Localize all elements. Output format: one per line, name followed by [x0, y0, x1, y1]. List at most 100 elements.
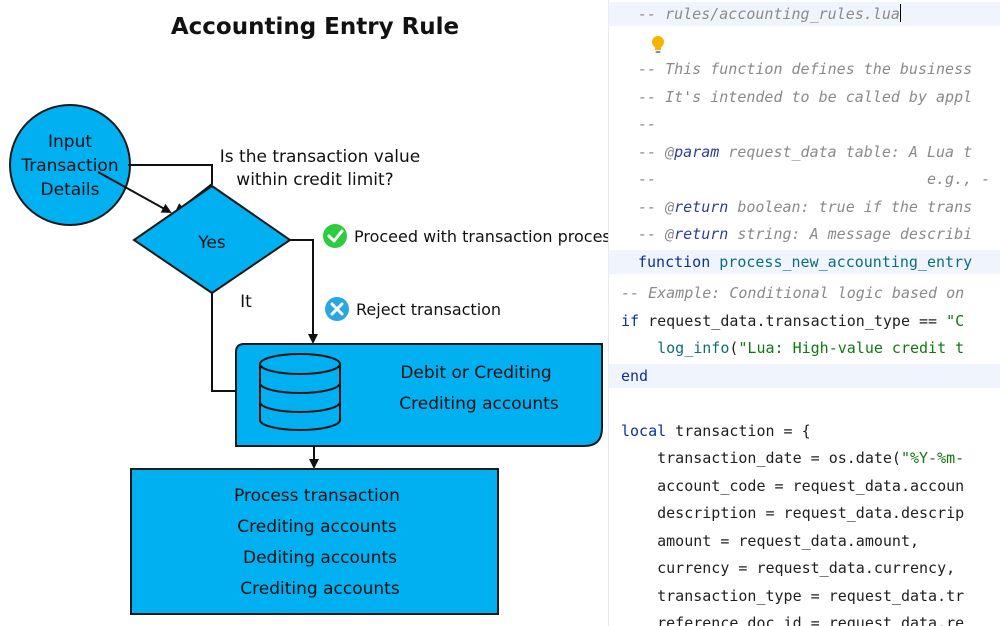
- code-token: -- e.g., -: [638, 170, 991, 188]
- code-token: -- rules/accounting_rules.lua: [638, 5, 900, 23]
- process-box-line-1: Process transaction: [234, 486, 400, 506]
- code-token: local: [621, 422, 667, 440]
- check-icon: [323, 224, 347, 248]
- code-token: amount = request_data.amount,: [621, 532, 920, 550]
- code-line-text: -- This function defines the business: [638, 60, 972, 78]
- input-node-line-3: Details: [41, 180, 100, 200]
- code-token: boolean: true if the trans: [728, 198, 973, 216]
- code-line-text: -- rules/accounting_rules.lua: [638, 4, 901, 23]
- code-token: -- @: [638, 225, 675, 243]
- database-box-line-1: Debit or Crediting: [400, 363, 551, 383]
- code-line[interactable]: -- e.g., -: [609, 167, 1000, 191]
- code-line-text: -- Example: Conditional logic based on: [621, 284, 964, 302]
- code-token: return: [674, 198, 729, 216]
- code-line[interactable]: local transaction = {: [609, 419, 1000, 443]
- code-token: process_new_accounting_entry: [719, 253, 973, 271]
- code-token: -- This function defines the business: [638, 60, 973, 78]
- code-token: description = request_data.descrip: [621, 504, 965, 522]
- code-line[interactable]: -- It's intended to be called by appl: [609, 85, 1000, 109]
- process-box-line-4: Crediting accounts: [240, 579, 400, 599]
- code-line-text: transaction_date = os.date("%Y-%m-: [621, 449, 964, 467]
- proceed-label: Proceed with transaction processing: [354, 227, 610, 246]
- code-token: return: [674, 225, 729, 243]
- code-line[interactable]: currency = request_data.currency,: [609, 556, 1000, 580]
- code-line[interactable]: -- @return string: A message describi: [609, 222, 1000, 246]
- code-token: reference_doc_id = request_data.re: [621, 614, 965, 626]
- code-line[interactable]: amount = request_data.amount,: [609, 529, 1000, 553]
- question-line-1: Is the transaction value: [220, 147, 420, 167]
- code-line-text: account_code = request_data.accoun: [621, 477, 964, 495]
- code-line-text: transaction_type = request_data.tr: [621, 587, 964, 605]
- code-token: currency = request_data.currency,: [621, 559, 956, 577]
- code-line-text: -- @param request_data table: A Lua t: [638, 143, 972, 161]
- code-line-text: end: [621, 367, 648, 385]
- code-token: end: [621, 367, 649, 385]
- code-line-text: if request_data.transaction_type == "C: [621, 312, 964, 330]
- code-token: account_code = request_data.accoun: [621, 477, 965, 495]
- code-line[interactable]: transaction_type = request_data.tr: [609, 584, 1000, 608]
- code-line[interactable]: -- This function defines the business: [609, 57, 1000, 81]
- code-line[interactable]: if request_data.transaction_type == "C: [609, 309, 1000, 333]
- branch-label: It: [240, 292, 252, 312]
- code-line-text: description = request_data.descrip: [621, 504, 964, 522]
- code-token: function: [638, 253, 720, 271]
- code-line[interactable]: end: [609, 364, 1000, 388]
- code-line[interactable]: -- Example: Conditional logic based on: [609, 281, 1000, 305]
- diagram-title: Accounting Entry Rule: [171, 14, 459, 40]
- connector-decision-to-db: [290, 239, 318, 344]
- code-line[interactable]: account_code = request_data.accoun: [609, 474, 1000, 498]
- database-box-line-2: Crediting accounts: [399, 394, 559, 414]
- code-line[interactable]: reference_doc_id = request_data.re: [609, 611, 1000, 626]
- code-line-text: currency = request_data.currency,: [621, 559, 955, 577]
- code-token: "C: [946, 312, 965, 330]
- code-token: -- Example: Conditional logic based on: [621, 284, 965, 302]
- code-line-text: local transaction = {: [621, 422, 811, 440]
- code-token: (: [729, 339, 739, 357]
- code-line[interactable]: transaction_date = os.date("%Y-%m-: [609, 446, 1000, 470]
- code-line-text: reference_doc_id = request_data.re: [621, 614, 964, 626]
- flowchart-diagram: Accounting Entry Rule Input Transaction …: [9, 14, 610, 615]
- text-cursor: [899, 4, 901, 22]
- connector-input-to-decision: [97, 171, 172, 213]
- code-token: "%Y-%m-: [900, 449, 965, 467]
- code-line[interactable]: --: [609, 112, 1000, 136]
- code-token: transaction = {: [666, 422, 811, 440]
- code-token: "Lua: High-value credit t: [738, 339, 965, 357]
- code-line-text: function process_new_accounting_entry: [638, 253, 972, 271]
- code-line-text: amount = request_data.amount,: [621, 532, 919, 550]
- code-token: -- It's intended to be called by appl: [638, 88, 973, 106]
- code-token: [621, 339, 657, 357]
- code-line[interactable]: description = request_data.descrip: [609, 501, 1000, 525]
- input-node-line-2: Transaction: [20, 156, 118, 176]
- code-line[interactable]: -- rules/accounting_rules.lua: [609, 2, 1000, 26]
- decision-label: Yes: [197, 233, 226, 253]
- code-line-text: -- @return string: A message describi: [638, 225, 972, 243]
- code-token: param: [674, 143, 720, 161]
- input-node-line-1: Input: [48, 132, 92, 152]
- code-token: transaction_date = os.date(: [621, 449, 901, 467]
- code-token: string: A message describi: [728, 225, 973, 243]
- database-icon: [259, 353, 341, 431]
- lightbulb-icon[interactable]: [649, 35, 667, 55]
- code-token: request_data.transaction_type ==: [639, 312, 947, 330]
- code-token: if: [621, 312, 640, 330]
- code-line-text: -- e.g., -: [638, 170, 990, 188]
- code-line[interactable]: -- @return boolean: true if the trans: [609, 195, 1000, 219]
- code-line[interactable]: function process_new_accounting_entry: [609, 250, 1000, 274]
- code-line[interactable]: -- @param request_data table: A Lua t: [609, 140, 1000, 164]
- code-line-text: -- @return boolean: true if the trans: [638, 198, 972, 216]
- code-token: log_info: [657, 339, 730, 357]
- process-box-line-2: Crediting accounts: [237, 517, 397, 537]
- code-token: -- @: [638, 143, 675, 161]
- code-line-text: log_info("Lua: High-value credit t: [621, 339, 964, 357]
- process-box-line-3: Dediting accounts: [243, 548, 397, 568]
- code-token: -- @: [638, 198, 675, 216]
- code-line-text: --: [638, 115, 656, 133]
- question-line-2: within credit limit?: [236, 170, 393, 190]
- code-token: request_data table: A Lua t: [719, 143, 973, 161]
- code-line-text: -- It's intended to be called by appl: [638, 88, 972, 106]
- code-line[interactable]: log_info("Lua: High-value credit t: [609, 336, 1000, 360]
- code-token: transaction_type = request_data.tr: [621, 587, 965, 605]
- code-editor[interactable]: -- rules/accounting_rules.lua -- This fun…: [608, 0, 1000, 626]
- process-box: [130, 468, 499, 615]
